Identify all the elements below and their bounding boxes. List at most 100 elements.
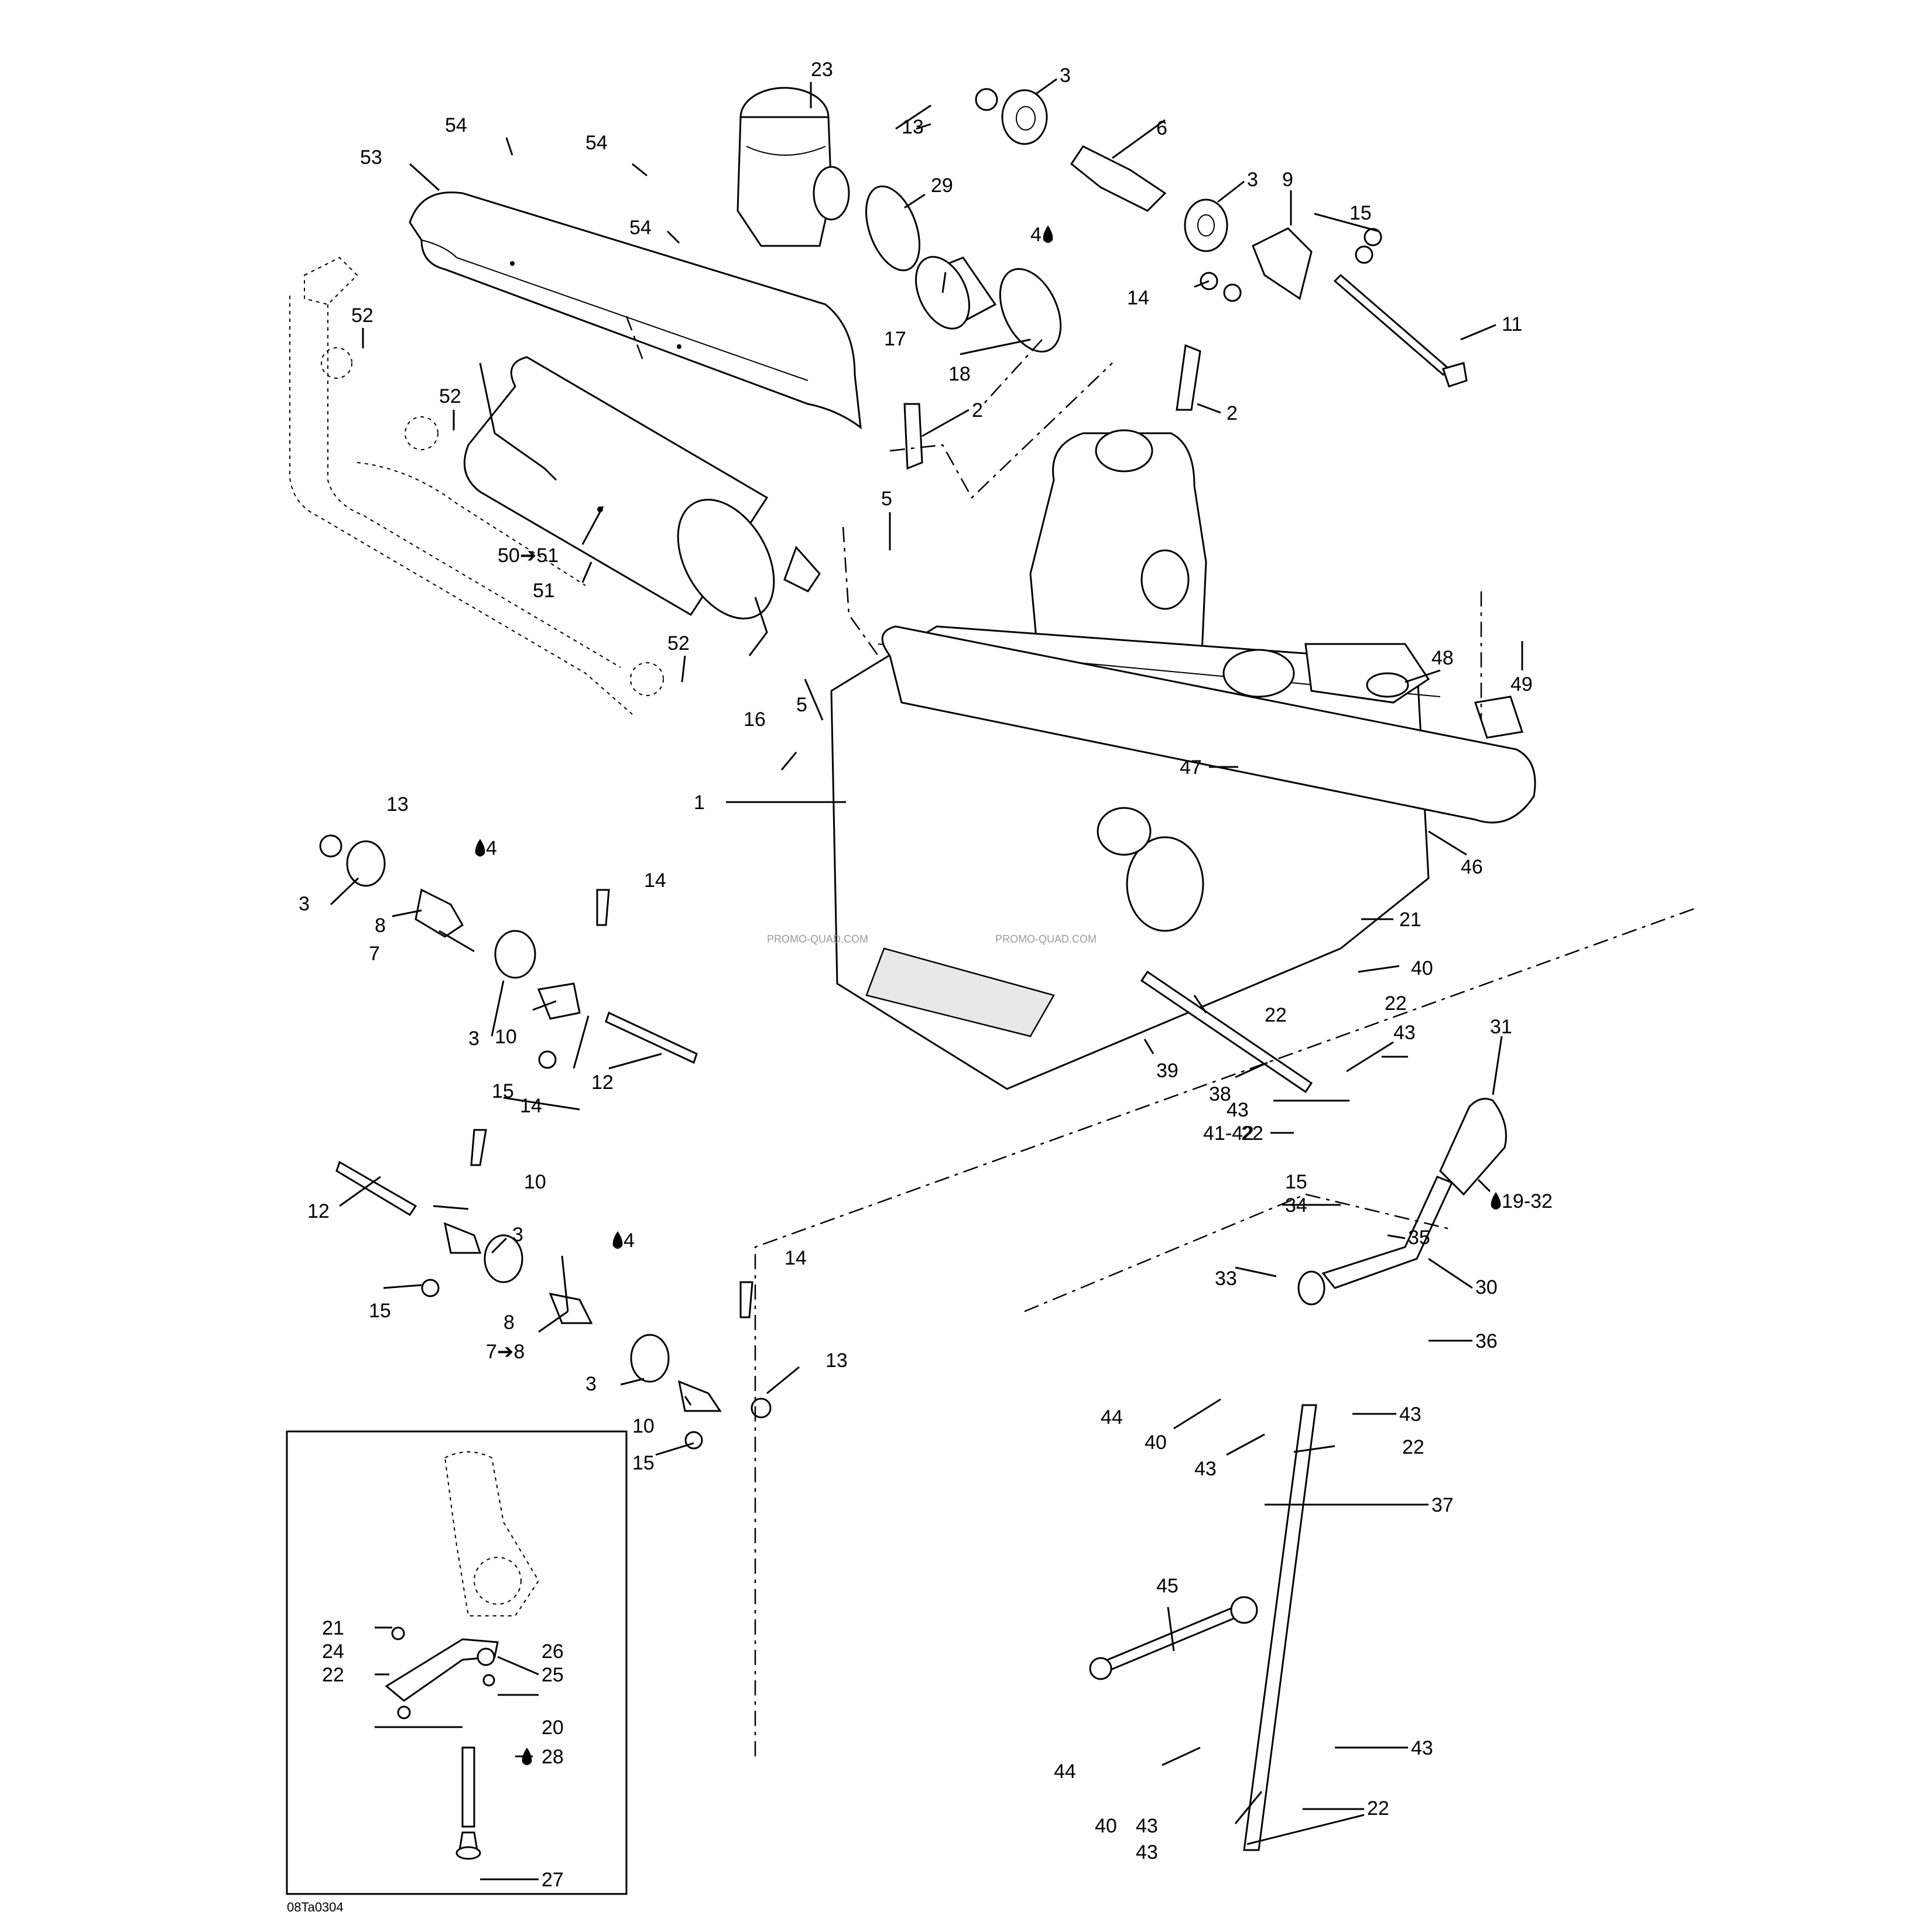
callout-24: 24 [322,1640,344,1663]
callout-43: 43 [1136,1815,1158,1837]
callout-34: 34 [1285,1194,1307,1217]
callout-52: 52 [667,632,690,655]
callout-27: 27 [542,1869,564,1891]
callout-51: 51 [533,580,555,602]
callout-14: 14 [785,1247,807,1269]
drop-icon [612,1231,623,1249]
callout-28: 28 [542,1746,564,1768]
callout-6: 6 [1156,117,1167,139]
upper-engine-mount [975,88,1468,388]
callout-33: 33 [1215,1268,1237,1290]
intake-boot [865,185,1062,353]
callout-2: 2 [972,399,983,422]
callout-13: 13 [902,116,924,138]
carburetor [737,87,850,247]
callout-16: 16 [744,708,766,731]
exhaust-pipe [1304,643,1523,739]
callout-40: 40 [1145,1431,1167,1454]
callout-9: 9 [1282,169,1293,191]
callout-44: 44 [1054,1760,1076,1783]
callout-10: 10 [632,1415,655,1437]
callout-8: 8 [503,1311,515,1334]
drop-icon [522,1748,532,1765]
callout-10: 10 [524,1171,546,1193]
callout-35: 35 [1408,1227,1430,1249]
drop-icon [1043,225,1053,243]
callout-44: 44 [1101,1406,1123,1429]
callout-17: 17 [884,328,906,350]
callout-31: 31 [1490,1016,1512,1038]
callout-54: 54 [585,132,608,154]
callout-37: 37 [1431,1494,1454,1516]
muffler [463,356,821,656]
callout-29: 29 [931,174,953,197]
watermark: PROMO-QUAD.COM [995,933,1097,945]
callout-15: 15 [1349,202,1372,224]
callout-52: 52 [351,304,374,327]
callout-3: 3 [512,1224,523,1246]
callout-43: 43 [1411,1737,1433,1759]
callout-22: 22 [1367,1797,1389,1820]
callout-14: 14 [520,1095,542,1117]
callout-39: 39 [1156,1060,1179,1082]
inset-detail [286,1430,628,1895]
callout-2: 2 [1227,402,1238,424]
leader-lines [330,78,1523,1880]
callout-43: 43 [1194,1458,1217,1480]
watermark: PROMO-QUAD.COM [767,933,868,945]
callout-13: 13 [386,793,409,816]
callout-7: 7 [369,943,380,965]
callout-12: 12 [307,1200,330,1222]
frame-outline [289,256,664,715]
callout-43: 43 [1227,1099,1249,1121]
callout-15: 15 [632,1452,655,1474]
callout-45: 45 [1156,1575,1179,1597]
callout-22: 22 [1241,1122,1263,1145]
callout-22: 22 [1265,1004,1287,1026]
callout-4: 4 [1030,224,1042,246]
callout-15: 15 [1285,1171,1307,1193]
engine [830,429,1536,1090]
callout-22: 22 [1402,1436,1424,1458]
callout-3: 3 [468,1027,479,1050]
callout-4: 4 [624,1229,635,1252]
callout-43: 43 [1393,1022,1416,1044]
callout-3: 3 [299,893,310,915]
callout-49: 49 [1510,673,1533,696]
callout-54: 54 [629,217,652,239]
callout-36: 36 [1475,1330,1498,1352]
callout-26: 26 [542,1640,564,1663]
drop-icon [475,839,485,857]
callout-14: 14 [1127,287,1149,309]
callout-25: 25 [542,1664,564,1686]
callout-14: 14 [644,869,666,892]
shift-lever [1297,1098,1507,1306]
heat-shield [409,191,862,430]
drop-icon [1491,1192,1501,1210]
callout-53: 53 [360,146,382,169]
left-engine-mount-lower [335,1129,772,1450]
callout-8: 8 [375,914,386,937]
callout-3: 3 [1247,169,1258,191]
left-engine-mount-upper [319,834,698,1069]
callout-labels: 1 2 2 3 3 3 3 3 3 4 4 4 5 5 6 7 7➔8 8 8 … [299,59,1553,1891]
callout-3: 3 [585,1373,597,1395]
callout-20: 20 [542,1717,564,1739]
callout-1: 1 [694,792,705,814]
shift-linkage [1089,970,1317,1851]
callout-43: 43 [1136,1841,1158,1864]
callout-23: 23 [811,59,833,81]
callout-48: 48 [1431,647,1454,669]
callout-3: 3 [1060,64,1071,87]
drawing-code: 08Ta0304 [287,1900,344,1914]
callout-15: 15 [492,1080,514,1102]
callout-41-42: 41-42 [1203,1122,1254,1145]
callout-10: 10 [495,1026,517,1048]
callout-43: 43 [1399,1403,1421,1426]
callout-40: 40 [1095,1815,1117,1837]
callout-22: 22 [1385,992,1407,1015]
callout-38: 38 [1209,1083,1231,1105]
callout-52: 52 [439,385,461,407]
callout-7-8: 7➔8 [486,1341,525,1363]
